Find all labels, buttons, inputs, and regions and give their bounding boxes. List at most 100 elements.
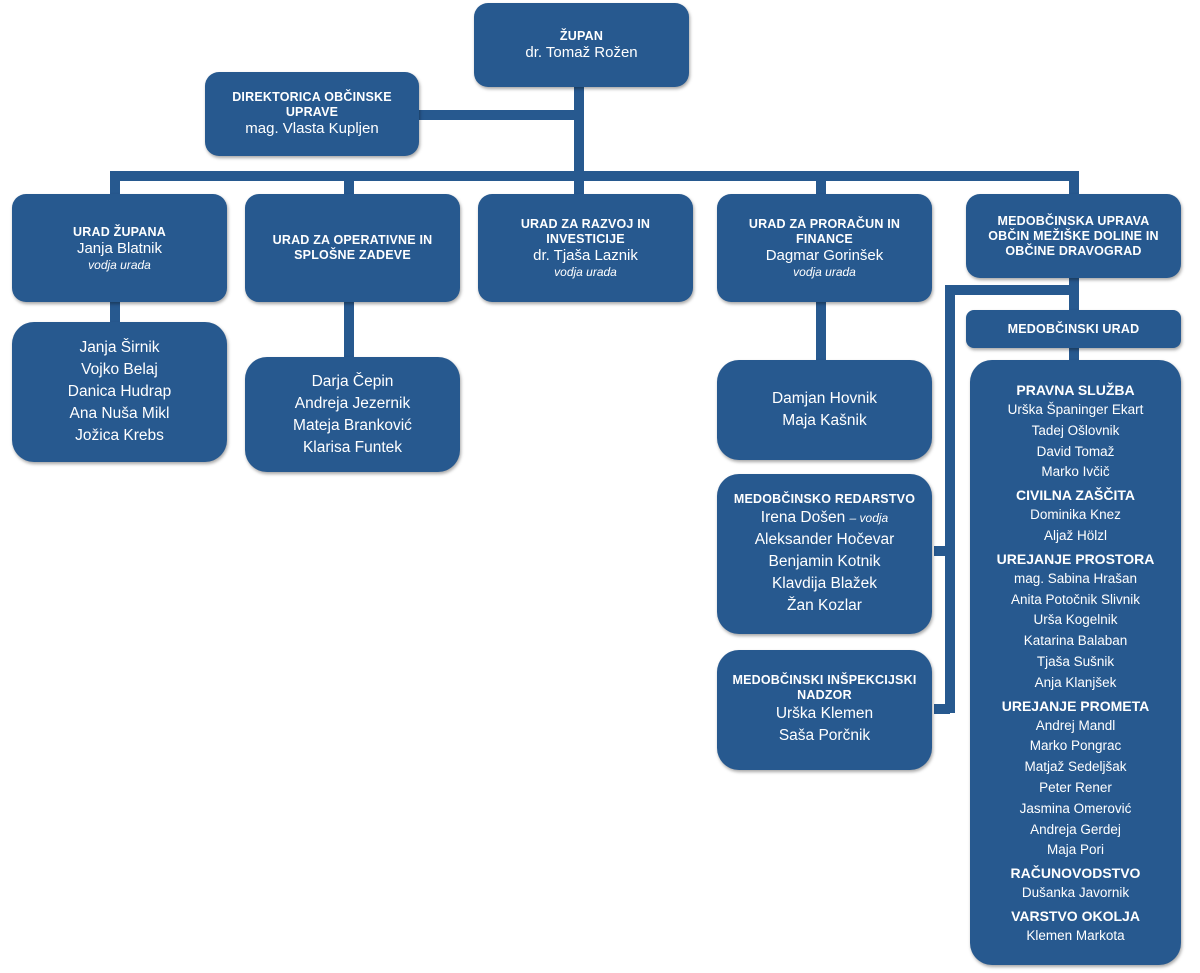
section-title: CIVILNA ZAŠČITA — [1016, 487, 1135, 504]
redarstvo-lead: Irena Došen – vodja — [761, 507, 888, 529]
member: Klemen Markota — [1026, 927, 1125, 943]
member: Aleksander Hočevar — [754, 530, 895, 548]
member: mag. Sabina Hrašan — [1013, 570, 1138, 586]
member: Andreja Gerdej — [1030, 821, 1121, 837]
inspekcija-title-2: NADZOR — [797, 688, 852, 702]
member: Dušanka Javornik — [1021, 885, 1130, 901]
urad-proracun-title-2: FINANCE — [796, 232, 853, 246]
inspekcija-title-1: MEDOBČINSKI INŠPEKCIJSKI — [732, 673, 917, 687]
member: Urška Klemen — [775, 705, 874, 722]
member: Darja Čepin — [311, 372, 394, 390]
member: David Tomaž — [1036, 443, 1115, 459]
member: Andrej Mandl — [1035, 717, 1116, 733]
box-urad-operativne-members: Darja Čepin Andreja Jezernik Mateja Bran… — [245, 357, 460, 472]
member: Žan Kozlar — [787, 596, 862, 614]
box-zupan: ŽUPAN dr. Tomaž Rožen — [474, 3, 689, 87]
member: Marko Ivčič — [1041, 464, 1110, 480]
member: Maja Kašnik — [782, 412, 867, 429]
direktorica-title-2: UPRAVE — [285, 105, 339, 119]
member: Tjaša Sušnik — [1036, 653, 1115, 669]
member: Aljaž Hölzl — [1043, 527, 1108, 543]
redarstvo-title: MEDOBČINSKO REDARSTVO — [733, 491, 916, 506]
medobcinska-title-3: OBČINE DRAVOGRAD — [1005, 243, 1142, 258]
direktorica-title-1: DIREKTORICA OBČINSKE — [232, 90, 392, 104]
box-urad-razvoj: URAD ZA RAZVOJ IN INVESTICIJE dr. Tjaša … — [478, 194, 693, 302]
section-title: PRAVNA SLUŽBA — [1016, 382, 1135, 398]
connector-zupan-down — [574, 85, 584, 171]
box-redarstvo: MEDOBČINSKO REDARSTVO Irena Došen – vodj… — [717, 474, 932, 634]
section-title: VARSTVO OKOLJA — [1011, 907, 1140, 924]
member: Maja Pori — [1046, 842, 1105, 858]
box-medobcinski-urad: MEDOBČINSKI URAD — [966, 310, 1181, 348]
zupan-name: dr. Tomaž Rožen — [525, 43, 638, 61]
connector-drop-urad-operativne — [344, 176, 354, 196]
connector-main-horizontal — [110, 171, 1079, 181]
zupan-title: ŽUPAN — [559, 28, 604, 43]
member: Anita Potočnik Slivnik — [1010, 591, 1141, 607]
member: Peter Rener — [1039, 779, 1112, 795]
urad-zupana-role: vodja urada — [88, 257, 151, 272]
urad-operativne-title-1: URAD ZA OPERATIVNE IN — [272, 233, 433, 247]
member: Klarisa Funtek — [302, 438, 403, 456]
member: Benjamin Kotnik — [768, 552, 881, 570]
urad-razvoj-name: dr. Tjaša Laznik — [533, 247, 638, 264]
member: Katarina Balaban — [1023, 633, 1128, 649]
urad-proracun-name: Dagmar Gorinšek — [765, 247, 884, 264]
connector-operativne-members — [344, 300, 354, 360]
redarstvo-lead-role: – vodja — [849, 510, 889, 525]
direktorica-name: mag. Vlasta Kupljen — [245, 120, 379, 137]
urad-proracun-title-1: URAD ZA PRORAČUN IN — [748, 217, 901, 231]
member: Klavdija Blažek — [771, 574, 878, 592]
medobcinska-title-1: MEDOBČINSKA UPRAVA — [997, 213, 1150, 228]
member: Urša Kogelnik — [1033, 612, 1118, 628]
section-title: UREJANJE PROSTORA — [996, 550, 1155, 567]
urad-operativne-title-2: SPLOŠNE ZADEVE — [294, 248, 411, 262]
box-pravna-sluzba: PRAVNA SLUŽBA Urška Španinger Ekart Tade… — [970, 360, 1181, 965]
member: Anja Klanjšek — [1034, 674, 1117, 690]
urad-razvoj-title-2: INVESTICIJE — [546, 232, 625, 246]
member: Damjan Hovnik — [771, 390, 878, 407]
box-urad-proracun: URAD ZA PRORAČUN IN FINANCE Dagmar Gorin… — [717, 194, 932, 302]
connector-proracun-members — [816, 300, 826, 362]
urad-razvoj-role: vodja urada — [554, 265, 617, 279]
member: Dominika Knez — [1030, 507, 1121, 523]
member: Vojko Belaj — [81, 361, 158, 378]
box-medobcinska-uprava: MEDOBČINSKA UPRAVA OBČIN MEŽIŠKE DOLINE … — [966, 194, 1181, 278]
urad-zupana-name: Janja Blatnik — [76, 239, 163, 257]
medobcinski-urad-title: MEDOBČINSKI URAD — [1007, 321, 1140, 336]
medobcinska-title-2: OBČIN MEŽIŠKE DOLINE IN — [988, 228, 1159, 243]
connector-drop-urad-razvoj — [574, 176, 584, 196]
member: Janja Širnik — [79, 339, 160, 356]
connector-drop-medobcinska — [1069, 176, 1079, 196]
box-direktorica: DIREKTORICA OBČINSKE UPRAVE mag. Vlasta … — [205, 72, 419, 156]
section-title: UREJANJE PROMETA — [1001, 697, 1150, 714]
connector-urad-pravna — [1069, 345, 1079, 365]
redarstvo-lead-name: Irena Došen — [760, 508, 846, 526]
member: Mateja Branković — [293, 416, 412, 434]
member: Tadej Ošlovnik — [1031, 422, 1120, 438]
urad-zupana-title: URAD ŽUPANA — [73, 224, 166, 239]
member: Marko Pongrac — [1029, 738, 1122, 754]
connector-zupana-members — [110, 300, 120, 324]
member: Jasmina Omerović — [1019, 800, 1132, 816]
connector-side-horizontal — [945, 285, 1074, 295]
connector-side-vertical — [945, 285, 955, 713]
box-urad-zupana: URAD ŽUPANA Janja Blatnik vodja urada — [12, 194, 227, 302]
box-urad-zupana-members: Janja Širnik Vojko Belaj Danica Hudrap A… — [12, 322, 227, 462]
connector-drop-urad-zupana — [110, 176, 120, 196]
member: Jožica Krebs — [75, 427, 164, 444]
member: Danica Hudrap — [67, 383, 172, 400]
connector-direktorica — [418, 110, 579, 120]
member: Ana Nuša Mikl — [69, 405, 170, 422]
box-urad-proracun-members: Damjan Hovnik Maja Kašnik — [717, 360, 932, 460]
urad-razvoj-title-1: URAD ZA RAZVOJ IN — [520, 217, 651, 231]
member: Matjaž Sedeljšak — [1024, 759, 1127, 775]
connector-inspekcija-stub — [934, 704, 950, 714]
connector-medobcinska-down — [1069, 278, 1079, 311]
connector-redarstvo-stub — [934, 546, 950, 556]
connector-drop-urad-proracun — [816, 176, 826, 196]
section-title: RAČUNOVODSTVO — [1010, 865, 1141, 882]
box-urad-operativne: URAD ZA OPERATIVNE IN SPLOŠNE ZADEVE — [245, 194, 460, 302]
box-inspekcija: MEDOBČINSKI INŠPEKCIJSKI NADZOR Urška Kl… — [717, 650, 932, 770]
